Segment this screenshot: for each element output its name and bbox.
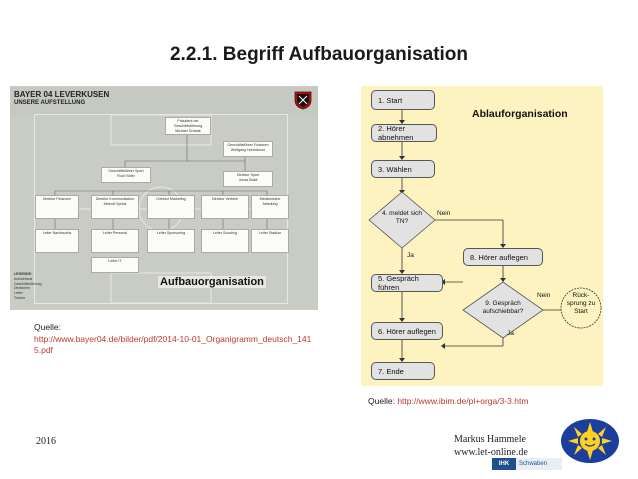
sun-logo-icon [561,419,619,463]
flow-step-hoerer-abnehmen: 2. Hörer abnehmen [371,124,437,142]
org-box-name: Rudi Völler [117,174,135,178]
org-box-title: Präsident der Geschäftsführung [173,119,203,128]
org-box-name: Meinolf Sprink [103,202,127,206]
edge-label-nein-2: Nein [537,292,551,299]
edge-label-ja-2: Ja [507,330,514,337]
org-chart-club-name: BAYER 04 LEVERKUSEN [14,90,110,99]
ablauforganisation-label: Ablauforganisation [472,108,568,120]
legend-item: Direktoren [14,286,31,291]
club-crest-icon [294,91,312,110]
flow-rueck-sprung: Rück-sprung zu Start [566,292,596,315]
org-box-title: Leiter Scouting [213,231,237,235]
legend-item: Leiter [14,291,23,296]
source-right-label: Quelle: [368,396,395,406]
slide-title: 2.2.1. Begriff Aufbauorganisation [169,44,469,65]
org-box-title: Geschäftsführer Finanzen [227,143,269,147]
source-right-link[interactable]: http://www.ibim.de/pl+orga/3-3.htm [397,396,529,406]
source-right: Quelle: http://www.ibim.de/pl+orga/3-3.h… [368,396,528,406]
flow-step-gespraech-fuehren: 5. Gespräch führen [371,274,443,292]
org-box: Leiter Stadion [251,229,289,253]
org-box: Direktor Vertrieb [201,195,249,219]
org-box-title: Direktor Vertrieb [212,197,238,201]
org-box: Leiter Sponsoring [147,229,195,253]
org-chart-legend: LEGENDE: Aufsichtsrat Geschäftsführung D… [14,272,70,306]
org-box-title: Medizinische Abteilung [259,197,281,206]
org-box-title: Leiter Sponsoring [156,231,186,235]
org-box-name: Jonas Boldt [238,178,258,182]
edge-label-nein-1: Nein [437,210,451,217]
flow-step-meldet-sich: 4. meldet sich TN? [381,210,423,225]
flow-step-hoerer-auflegen: 6. Hörer auflegen [371,322,443,340]
source-left-link[interactable]: http://www.bayer04.de/bilder/pdf/2014-10… [34,334,312,355]
decision-diamond-tn [368,191,436,249]
org-box: Leiter IT [91,257,139,273]
flow-step-ende: 7. Ende [371,362,435,380]
legend-title: LEGENDE: [14,272,33,276]
legend-item: Trainer [14,295,25,300]
org-box: Leiter Personal [91,229,139,253]
ihk-mark: IHK [492,458,516,470]
org-box-title: Leiter Stadion [258,231,282,235]
org-box-title: Direktor Sport [236,173,260,177]
legend-item: Aufsichtsrat [14,276,33,281]
flow-step-waehlen: 3. Wählen [371,160,435,178]
org-box-name: Wolfgang Holzhäuser [230,148,266,152]
footer-year: 2016 [36,436,56,447]
org-box-title: Leiter IT [108,259,122,263]
ihk-schwaben-logo: IHK Schwaben [492,458,562,470]
footer-author-block: Markus Hammele www.let-online.de [454,433,528,459]
decision-diamond-aufschiebbar [462,281,544,339]
org-box: Leiter Nachwuchs [35,229,79,253]
org-box: Medizinische Abteilung [251,195,289,219]
org-box-title: Direktor Marketing [156,197,186,201]
rueck-sprung-ellipse [560,287,602,329]
org-box: Direktor Finanzen [35,195,79,219]
flow-step-hoerer-auflegen-8: 8. Hörer auflegen [463,248,543,266]
flow-step-start: 1. Start [371,90,435,110]
flow-step-aufschiebbar: 9. Gespräch aufschiebbar? [482,300,524,315]
org-chart-subtitle: UNSERE AUFSTELLUNG [14,100,86,106]
org-box-title: Leiter Nachwuchs [42,231,72,235]
org-chart-header [10,86,318,116]
org-box-title: Leiter Personal [102,231,128,235]
source-left-label: Quelle: [34,322,61,332]
ihk-text: Schwaben [519,461,548,467]
org-box-title: Direktor Kommunikation [95,197,135,201]
flowchart-connectors [368,110,602,362]
flowchart-image: 1. Start 2. Hörer abnehmen 3. Wählen 4. … [361,86,603,386]
org-chart-image: BAYER 04 LEVERKUSEN UNSERE AUFSTELLUNG [10,86,318,310]
org-box-title: Direktor Finanzen [42,197,72,201]
org-box: Leiter Scouting [201,229,249,253]
aufbauorganisation-label: Aufbauorganisation [158,276,266,288]
legend-item: Geschäftsführung [14,281,42,286]
org-box: Direktor Marketing [147,195,195,219]
org-box-title: Geschäftsführer Sport [108,169,144,173]
org-box-name: Michael Schade [175,129,201,133]
footer-author: Markus Hammele [454,434,526,445]
footer-website[interactable]: www.let-online.de [454,447,528,458]
edge-label-ja-1: Ja [407,252,414,259]
